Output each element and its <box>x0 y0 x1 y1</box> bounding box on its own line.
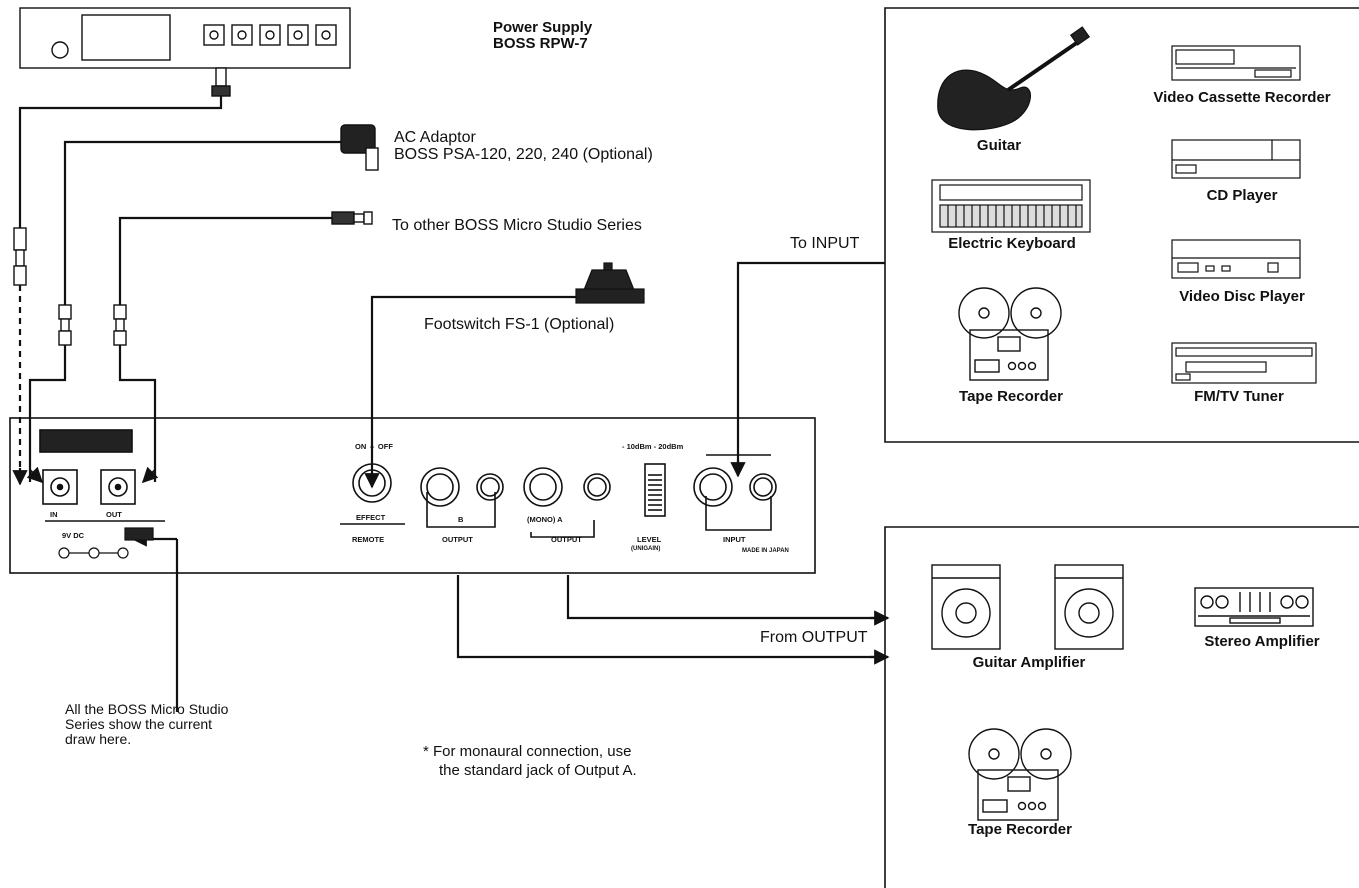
panel-input-label: INPUT <box>723 535 746 544</box>
ac-adaptor-icon <box>340 124 379 171</box>
tape-recorder-label-2: Tape Recorder <box>968 821 1072 838</box>
panel-level-range-label: - 10dBm - 20dBm <box>622 442 684 451</box>
ac-adaptor-model-label: BOSS PSA-120, 220, 240 (Optional) <box>394 146 653 163</box>
fm-tv-tuner-label: FM/TV Tuner <box>1194 388 1284 405</box>
panel-dc-label: 9V DC <box>62 531 85 540</box>
panel-out-label: OUT <box>106 510 122 519</box>
to-input-label: To INPUT <box>790 235 860 252</box>
guitar-amplifier-icon <box>931 564 1124 650</box>
guitar-icon <box>937 26 1091 131</box>
power-supply-label: Power Supply <box>493 19 593 36</box>
electric-keyboard-label: Electric Keyboard <box>948 235 1076 252</box>
ac-adaptor-label: AC Adaptor <box>394 129 476 146</box>
from-output-label: From OUTPUT <box>760 629 868 646</box>
panel-in-label: IN <box>50 510 58 519</box>
psu-plug <box>211 67 231 97</box>
panel-output-b-label: OUTPUT <box>442 535 473 544</box>
panel-b-label: B <box>458 515 464 524</box>
dc-polarity-symbol <box>58 527 154 559</box>
video-cassette-recorder-label: Video Cassette Recorder <box>1153 89 1331 106</box>
panel-output-a-label: OUTPUT <box>551 535 582 544</box>
panel-unigain-label: (UNIGAIN) <box>631 546 661 552</box>
guitar-label: Guitar <box>976 137 1022 154</box>
current-draw-note: All the BOSS Micro Studio Series show th… <box>65 702 228 747</box>
plug-connectors <box>13 211 373 346</box>
power-supply-model-label: BOSS RPW-7 <box>493 35 588 52</box>
to-other-label: To other BOSS Micro Studio Series <box>392 217 642 234</box>
footswitch-label: Footswitch FS-1 (Optional) <box>424 316 615 333</box>
stereo-amplifier-icon <box>1194 587 1314 627</box>
footnote-line-2: the standard jack of Output A. <box>439 762 637 779</box>
monaural-footnote: * For monaural connection, use the stand… <box>423 742 637 780</box>
tape-recorder-icon <box>958 287 1062 381</box>
cables <box>18 96 885 712</box>
panel-effect-label: EFFECT <box>356 513 386 522</box>
current-draw-line-2: Series show the current <box>65 716 213 732</box>
panel-mono-a-label: (MONO) A <box>527 515 563 524</box>
video-disc-player-icon <box>1171 239 1301 279</box>
footswitch-icon <box>575 262 645 304</box>
video-cassette-recorder-icon <box>1171 45 1301 81</box>
tape-recorder-label: Tape Recorder <box>959 388 1063 405</box>
panel-on-off-label: ON ⇔ OFF <box>355 442 393 451</box>
footnote-line-1: * For monaural connection, use <box>423 743 632 760</box>
power-supply-unit <box>19 7 351 69</box>
panel-remote-label: REMOTE <box>352 535 385 544</box>
current-draw-line-3: draw here. <box>65 731 132 747</box>
video-disc-player-label: Video Disc Player <box>1179 288 1305 305</box>
device-boxes <box>884 7 1359 888</box>
guitar-amplifier-label: Guitar Amplifier <box>972 654 1086 671</box>
stereo-amplifier-label: Stereo Amplifier <box>1204 633 1320 650</box>
electric-keyboard-icon <box>931 179 1091 233</box>
cd-player-label: CD Player <box>1206 187 1278 204</box>
fm-tv-tuner-icon <box>1171 342 1317 384</box>
tape-recorder-icon-2 <box>968 728 1072 821</box>
cd-player-icon <box>1171 139 1301 179</box>
current-draw-line-1: All the BOSS Micro Studio <box>65 701 229 717</box>
panel-made-in-label: MADE IN JAPAN <box>742 548 789 554</box>
panel-level-label: LEVEL <box>637 535 662 544</box>
effect-unit-panel <box>9 417 816 574</box>
arrowheads <box>12 460 890 665</box>
